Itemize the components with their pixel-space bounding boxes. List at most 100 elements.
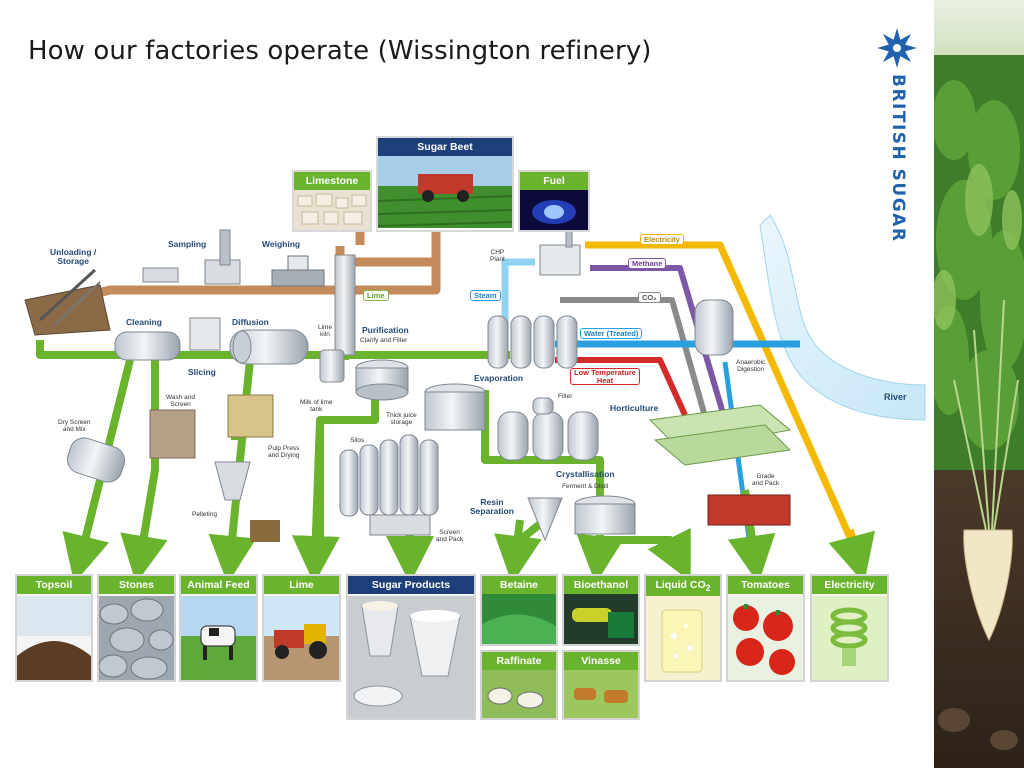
product-lime-label: Lime	[264, 576, 339, 594]
product-sugar-products-label: Sugar Products	[348, 576, 474, 594]
crystallisation-label: Crystallisation	[556, 469, 615, 479]
screen-pack-unit	[369, 514, 431, 536]
product-vinasse: Vinasse	[562, 650, 640, 720]
horticulture-label: Horticulture	[610, 403, 659, 413]
electricity-pipe	[585, 241, 864, 562]
pelleting-machine	[214, 461, 280, 542]
tractor-icon	[264, 596, 339, 680]
steam-flow-label: Steam	[470, 290, 501, 301]
weighing-equipment	[271, 255, 325, 287]
silos-label: Silos	[350, 437, 365, 444]
product-arrows	[62, 359, 776, 584]
fermentation-tank	[574, 495, 636, 535]
british-sugar-logo	[877, 28, 917, 68]
lightbulb-icon	[812, 596, 887, 680]
product-stones: Stones	[97, 574, 176, 682]
product-topsoil: Topsoil	[15, 574, 93, 682]
product-vinasse-label: Vinasse	[564, 652, 638, 670]
purification-label: Purification	[362, 325, 409, 335]
co2-pipe	[560, 297, 709, 421]
product-animal-feed: Animal Feed	[179, 574, 258, 682]
product-lime: Lime	[262, 574, 341, 682]
tomato-icon	[728, 596, 803, 680]
crystallisation-sub-label: Ferment & Distil	[562, 483, 609, 490]
sugar-silos	[339, 434, 439, 517]
resin-separation	[527, 497, 563, 542]
slicing-label: Slicing	[188, 367, 216, 377]
purification-tank	[355, 359, 409, 401]
stones-icon	[99, 596, 174, 680]
product-raffinate-label: Raffinate	[482, 652, 556, 670]
gas-flame-icon	[520, 190, 588, 230]
river-label: River	[884, 392, 907, 402]
purification-sub-label: Clarify and Filter	[360, 337, 408, 344]
evaporation-tanks	[487, 315, 578, 369]
dry-screen-drum	[66, 437, 126, 483]
product-betaine: Betaine	[480, 574, 558, 646]
diffusion-drum	[229, 329, 309, 365]
co2-flow-label: CO₂	[638, 292, 661, 303]
steam-pipe	[501, 258, 535, 330]
water-flow-label: Water (Treated)	[580, 328, 643, 339]
sugar-scoop-icon	[348, 596, 474, 718]
limestone-icon	[294, 190, 370, 230]
lime-flow-label: Lime	[363, 290, 389, 301]
product-bioethanol-label: Bioethanol	[564, 576, 638, 594]
fuel-label: Fuel	[520, 172, 588, 190]
beet-harvester-icon	[378, 156, 512, 228]
limestone-label: Limestone	[294, 172, 370, 190]
sparkling-glass-icon	[646, 596, 720, 680]
cattle-icon	[564, 670, 638, 718]
unloading-label: Unloading /Storage	[50, 247, 97, 266]
tomato-crates	[707, 494, 791, 526]
product-tomatoes-label: Tomatoes	[728, 576, 803, 594]
beet-transport-pipe	[68, 225, 441, 305]
cow-icon	[181, 596, 256, 680]
crystallisation-tanks	[497, 397, 599, 461]
product-electricity: Electricity	[810, 574, 889, 682]
evaporation-label: Evaporation	[474, 373, 524, 383]
product-tomatoes: Tomatoes	[726, 574, 805, 682]
sugar-beet-label: Sugar Beet	[378, 138, 512, 156]
glasshouses	[648, 404, 792, 466]
lime-column	[319, 254, 356, 383]
product-sugar-products: Sugar Products	[346, 574, 476, 720]
product-liquid-co2-text: Liquid CO	[655, 579, 706, 591]
cleaning-label: Cleaning	[126, 317, 162, 327]
electricity-flow-label: Electricity	[640, 234, 684, 245]
brand-name: BRITISH SUGAR	[888, 74, 908, 243]
fuel-input: Fuel	[518, 170, 590, 232]
thick-juice-tank	[424, 383, 486, 431]
weighing-label: Weighing	[262, 239, 301, 249]
anaerobic-digestion-tank	[694, 299, 734, 356]
product-liquid-co2: Liquid CO2	[644, 574, 722, 682]
sugar-beet-photo	[934, 0, 1024, 768]
wash-screen-basket	[149, 409, 196, 459]
product-topsoil-label: Topsoil	[17, 576, 91, 594]
page-title: How our factories operate (Wissington re…	[28, 36, 652, 66]
electricity-arrow	[828, 528, 876, 584]
product-raffinate: Raffinate	[480, 650, 558, 720]
pulp-press	[227, 394, 274, 438]
sampling-label: Sampling	[168, 239, 207, 249]
product-animal-feed-label: Animal Feed	[181, 576, 256, 594]
fuel-pump-icon	[564, 594, 638, 644]
product-bioethanol: Bioethanol	[562, 574, 640, 646]
product-liquid-co2-label: Liquid CO2	[646, 576, 720, 597]
pelleting-label: Pelleting	[192, 511, 217, 518]
sheep-icon	[482, 670, 556, 718]
soil-icon	[17, 596, 91, 680]
sampling-equipment	[142, 229, 241, 285]
product-stones-label: Stones	[99, 576, 174, 594]
